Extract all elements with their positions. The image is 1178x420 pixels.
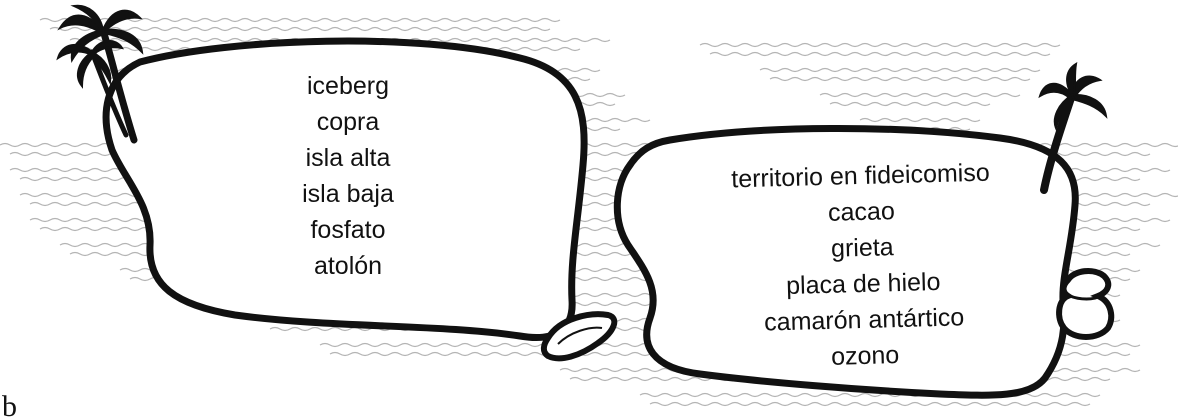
wave-line	[819, 92, 1021, 98]
island-outline-right	[613, 124, 1079, 399]
wave-line	[699, 42, 1061, 48]
word-item: isla baja	[302, 180, 394, 208]
palm-tree-icon	[56, 4, 144, 144]
rock-icon	[1056, 268, 1115, 340]
rock-icon	[540, 311, 618, 362]
word-item: atolón	[313, 252, 383, 280]
wave-line	[709, 51, 1051, 57]
wave-line	[859, 117, 981, 123]
wave-line	[759, 67, 1041, 73]
wave-line	[769, 76, 1031, 82]
word-item: fosfato	[310, 216, 386, 244]
wave-line	[639, 392, 1101, 398]
palm-tree-icon	[1038, 62, 1108, 194]
word-list-left: iceberg copra isla alta isla baja fosfat…	[258, 68, 438, 284]
wave-line	[649, 401, 1091, 407]
word-item: copra	[316, 108, 380, 136]
word-item: iceberg	[307, 72, 389, 100]
word-item: isla alta	[305, 144, 391, 172]
wave-line	[49, 26, 551, 32]
word-list-right: territorio en fideicomiso cacao grieta p…	[690, 154, 1036, 379]
wave-line	[829, 101, 991, 107]
section-letter: b	[2, 390, 17, 420]
island-outline-left	[102, 37, 588, 341]
